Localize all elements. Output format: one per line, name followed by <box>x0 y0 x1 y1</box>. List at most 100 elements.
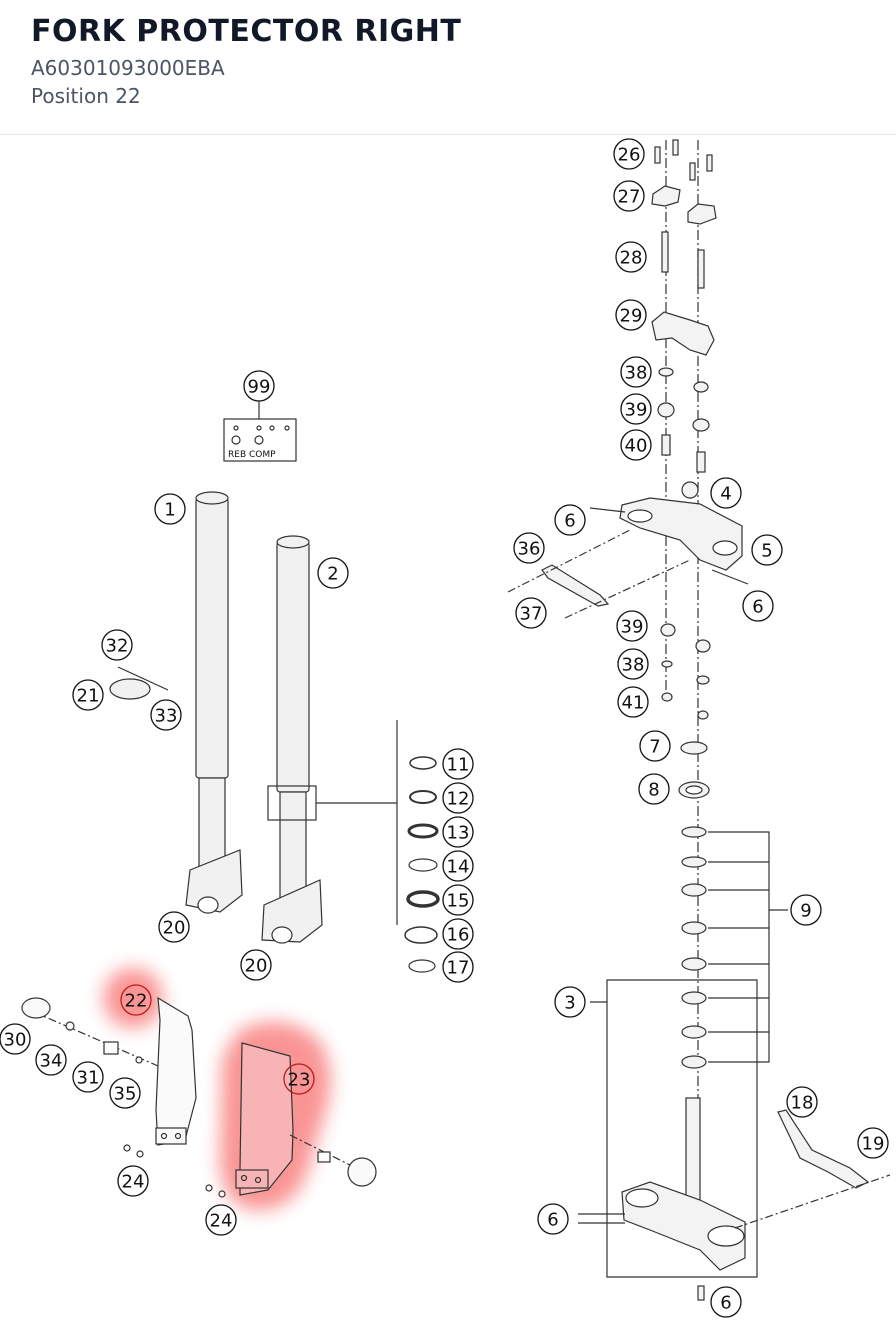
callout-circle <box>109 1077 141 1109</box>
callout-circle <box>613 180 645 212</box>
callout-19[interactable]: 19 <box>857 1127 889 1159</box>
callout-label: 12 <box>447 789 470 810</box>
callout-4[interactable]: 4 <box>710 477 742 509</box>
callout-label: 6 <box>547 1210 558 1231</box>
callout-29[interactable]: 29 <box>615 299 647 331</box>
callout-label: 32 <box>106 636 129 657</box>
callout-3[interactable]: 3 <box>554 986 586 1018</box>
callout-11[interactable]: 11 <box>442 748 474 780</box>
callout-label: 35 <box>114 1084 137 1105</box>
callout-33[interactable]: 33 <box>150 699 182 731</box>
callout-circle <box>616 610 648 642</box>
callout-20[interactable]: 20 <box>240 949 272 981</box>
callout-13[interactable]: 13 <box>442 816 474 848</box>
callout-2[interactable]: 2 <box>317 557 349 589</box>
callout-label: 38 <box>625 363 648 384</box>
callout-35[interactable]: 35 <box>109 1077 141 1109</box>
callout-22[interactable]: 22 <box>120 984 152 1016</box>
callout-circle <box>283 1063 315 1095</box>
callout-label: 13 <box>447 823 470 844</box>
spare-kit-inset <box>223 400 297 462</box>
callout-circle <box>442 748 474 780</box>
callout-16[interactable]: 16 <box>442 918 474 950</box>
callout-label: 5 <box>761 541 772 562</box>
callout-39[interactable]: 39 <box>620 393 652 425</box>
callout-34[interactable]: 34 <box>35 1044 67 1076</box>
callout-label: 28 <box>620 248 643 269</box>
callout-circle <box>442 918 474 950</box>
callout-32[interactable]: 32 <box>101 629 133 661</box>
callout-24[interactable]: 24 <box>117 1165 149 1197</box>
callout-label: 30 <box>4 1030 27 1051</box>
callout-label: 19 <box>862 1134 885 1155</box>
callout-circle <box>639 730 671 762</box>
callout-circle <box>786 1086 818 1118</box>
callout-18[interactable]: 18 <box>786 1086 818 1118</box>
callout-26[interactable]: 26 <box>613 138 645 170</box>
callout-circle <box>710 1286 742 1318</box>
callout-99[interactable]: 99 <box>243 370 275 402</box>
callout-27[interactable]: 27 <box>613 180 645 212</box>
page-header: FORK PROTECTOR RIGHT A60301093000EBA Pos… <box>0 0 896 135</box>
callout-1[interactable]: 1 <box>154 493 186 525</box>
callout-17[interactable]: 17 <box>442 951 474 983</box>
callout-label: 14 <box>447 857 470 878</box>
callout-label: 33 <box>155 706 178 727</box>
callout-8[interactable]: 8 <box>638 773 670 805</box>
callout-12[interactable]: 12 <box>442 782 474 814</box>
callout-label: 26 <box>618 145 641 166</box>
callout-6[interactable]: 6 <box>710 1286 742 1318</box>
callout-circle <box>857 1127 889 1159</box>
callout-circle <box>442 850 474 882</box>
callout-28[interactable]: 28 <box>615 241 647 273</box>
callout-label: 31 <box>77 1068 100 1089</box>
callout-38[interactable]: 38 <box>617 648 649 680</box>
callout-23[interactable]: 23 <box>283 1063 315 1095</box>
callout-label: 22 <box>125 991 148 1012</box>
callout-39[interactable]: 39 <box>616 610 648 642</box>
callout-label: 17 <box>447 958 470 979</box>
callout-label: 39 <box>621 617 644 638</box>
callout-circle <box>742 590 774 622</box>
part-number: A60301093000EBA <box>31 56 225 80</box>
callout-15[interactable]: 15 <box>442 884 474 916</box>
callout-9[interactable]: 9 <box>790 894 822 926</box>
callout-circle <box>710 477 742 509</box>
callout-6[interactable]: 6 <box>742 590 774 622</box>
callout-6[interactable]: 6 <box>554 504 586 536</box>
callout-label: 3 <box>564 993 575 1014</box>
fork-protector-right-23 <box>205 1042 377 1198</box>
seal-stack <box>404 756 440 973</box>
callout-36[interactable]: 36 <box>513 532 545 564</box>
callout-38[interactable]: 38 <box>620 356 652 388</box>
callout-5[interactable]: 5 <box>751 534 783 566</box>
callout-7[interactable]: 7 <box>639 730 671 762</box>
callout-21[interactable]: 21 <box>72 679 104 711</box>
callout-41[interactable]: 41 <box>617 686 649 718</box>
callout-30[interactable]: 30 <box>0 1023 31 1055</box>
callout-14[interactable]: 14 <box>442 850 474 882</box>
callout-label: 99 <box>248 377 271 398</box>
callout-label: 11 <box>447 755 470 776</box>
callout-label: 1 <box>164 500 175 521</box>
callout-31[interactable]: 31 <box>72 1061 104 1093</box>
callout-label: 41 <box>622 693 645 714</box>
callout-circle <box>442 782 474 814</box>
callout-6[interactable]: 6 <box>537 1203 569 1235</box>
callout-40[interactable]: 40 <box>620 429 652 461</box>
callout-label: 39 <box>625 400 648 421</box>
callout-circle <box>205 1204 237 1236</box>
callout-37[interactable]: 37 <box>515 597 547 629</box>
callout-circle <box>72 679 104 711</box>
callout-24[interactable]: 24 <box>205 1204 237 1236</box>
callout-circle <box>240 949 272 981</box>
callout-circle <box>442 951 474 983</box>
callout-20[interactable]: 20 <box>158 911 190 943</box>
callout-circle <box>790 894 822 926</box>
callout-circle <box>317 557 349 589</box>
callout-label: 24 <box>122 1172 145 1193</box>
callout-circle <box>638 773 670 805</box>
callout-circle <box>243 370 275 402</box>
callout-circle <box>515 597 547 629</box>
callout-circle <box>35 1044 67 1076</box>
